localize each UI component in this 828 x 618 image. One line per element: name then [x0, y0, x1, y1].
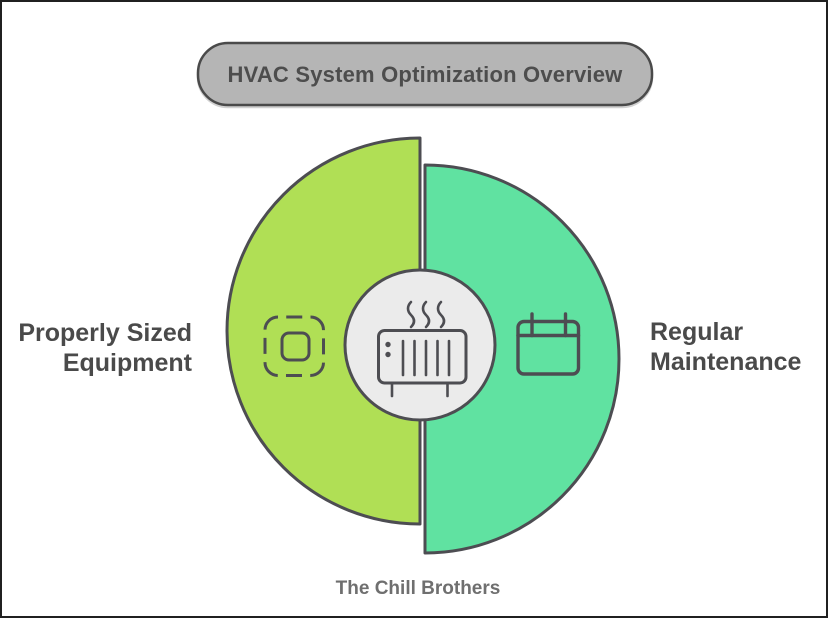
hvac-unit-led-2: [385, 351, 391, 358]
right-label-line1: Regular: [650, 318, 743, 346]
dashed-frame-inner: [280, 331, 311, 362]
heat-wave-1: [406, 300, 416, 329]
center-badge-circle: [343, 268, 497, 422]
right-segment-label: Regular Maintenance: [650, 318, 802, 376]
calendar-body: [516, 319, 581, 376]
left-label-line2: Equipment: [63, 349, 193, 377]
right-label-line2: Maintenance: [650, 348, 802, 376]
hvac-unit-body: [377, 329, 468, 385]
calendar-icon: [516, 312, 581, 376]
hvac-unit-icon: [377, 300, 468, 398]
dashed-frame-icon: [263, 315, 325, 377]
title-banner: HVAC System Optimization Overview: [196, 41, 654, 107]
heat-wave-3: [436, 300, 446, 329]
heat-wave-2: [421, 300, 431, 329]
right-segment-regular-maintenance: [423, 163, 621, 555]
hvac-unit-led-1: [385, 341, 391, 348]
left-segment-label: Properly Sized Equipment: [18, 319, 192, 377]
dashed-frame-outer: [263, 315, 325, 377]
left-segment-properly-sized: [225, 136, 422, 526]
page-title: HVAC System Optimization Overview: [228, 62, 624, 87]
brand-footer: The Chill Brothers: [336, 578, 501, 599]
title-pill: [196, 41, 654, 107]
left-label-line1: Properly Sized: [18, 319, 192, 347]
